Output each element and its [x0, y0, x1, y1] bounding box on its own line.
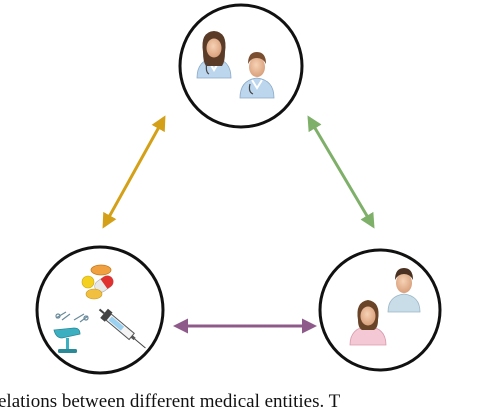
female-doctor-icon — [196, 31, 232, 79]
male-doctor-icon — [239, 52, 275, 99]
female-patient-icon — [349, 300, 387, 346]
edge-doctors-patients — [307, 115, 375, 229]
syringe-icon — [98, 308, 146, 349]
pills-icon — [81, 264, 114, 300]
surgical-tools-icon — [55, 311, 89, 323]
node-doctors — [178, 3, 304, 129]
figure-caption: elations between different medical entit… — [0, 391, 341, 412]
node-treatments — [35, 245, 165, 375]
edge-doctors-treatments — [102, 115, 166, 229]
male-patient-icon — [387, 268, 421, 313]
operating-chair-icon — [53, 327, 81, 353]
node-patients — [318, 248, 442, 372]
